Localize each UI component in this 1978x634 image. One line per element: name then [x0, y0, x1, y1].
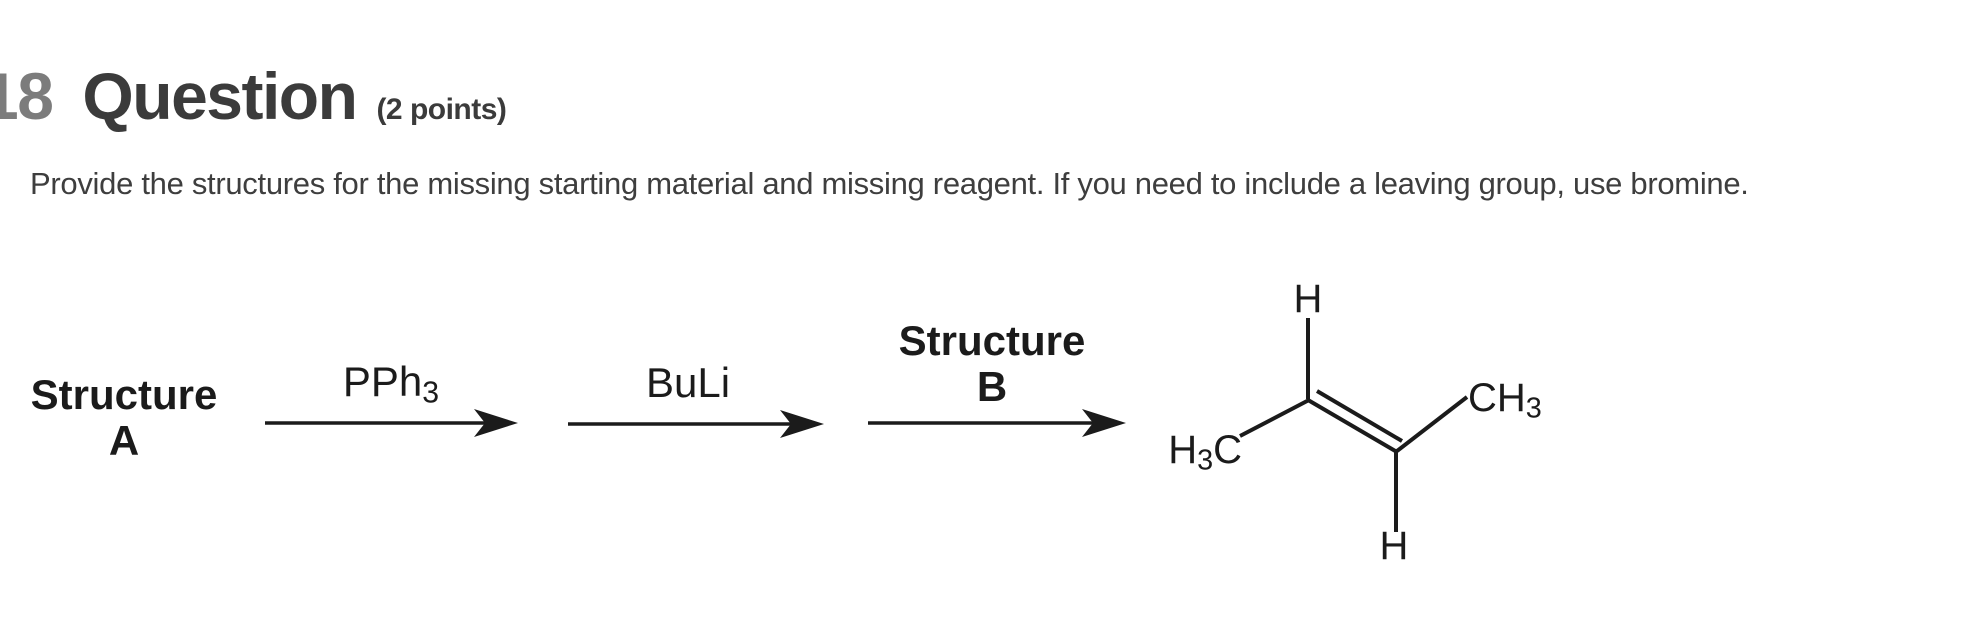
double-bond-main	[1306, 398, 1399, 454]
question-number: 18	[0, 59, 54, 133]
reaction-arrow-1	[265, 409, 518, 437]
arrowhead-icon	[1082, 409, 1126, 437]
bond-methyl-right	[1395, 395, 1469, 453]
structure-b-line1: Structure	[898, 317, 1086, 364]
structure-a-label: Structure A	[4, 372, 244, 464]
double-bond-inner	[1315, 389, 1404, 443]
h3c-subscript: 3	[1197, 444, 1214, 477]
page-title: Question	[82, 59, 358, 133]
atom-label-h-top: H	[1293, 277, 1323, 321]
reagent-pph3-subscript: 3	[422, 376, 440, 410]
question-prompt: Provide the structures for the missing s…	[30, 166, 1749, 201]
question-heading: 18 Question (2 points)	[0, 58, 507, 134]
structure-b-line2: B	[976, 363, 1008, 410]
atom-label-h3c: H3C	[1090, 428, 1242, 477]
atom-label-h-bottom: H	[1379, 524, 1409, 568]
reagent-buli-label: BuLi	[588, 359, 788, 407]
structure-b-label: Structure B	[872, 318, 1112, 410]
reagent-buli-base: BuLi	[645, 359, 731, 406]
ch3-base: CH	[1468, 376, 1526, 420]
bond-methyl-left	[1239, 398, 1310, 438]
points-label: (2 points)	[376, 93, 507, 126]
reaction-arrow-2	[568, 410, 824, 438]
product-molecule-bonds	[1239, 318, 1469, 532]
reagent-pph3-label: PPh3	[291, 358, 491, 408]
reagent-pph3-base: PPh	[342, 358, 423, 405]
arrowhead-icon	[780, 410, 824, 438]
h3c-c: C	[1213, 428, 1242, 472]
structure-a-line2: A	[108, 417, 140, 464]
arrowhead-icon	[474, 409, 518, 437]
ch3-subscript: 3	[1525, 392, 1542, 425]
atom-label-ch3: CH3	[1468, 376, 1542, 425]
h3c-h: H	[1168, 428, 1198, 472]
structure-a-line1: Structure	[30, 371, 218, 418]
reaction-arrow-3	[868, 409, 1126, 437]
